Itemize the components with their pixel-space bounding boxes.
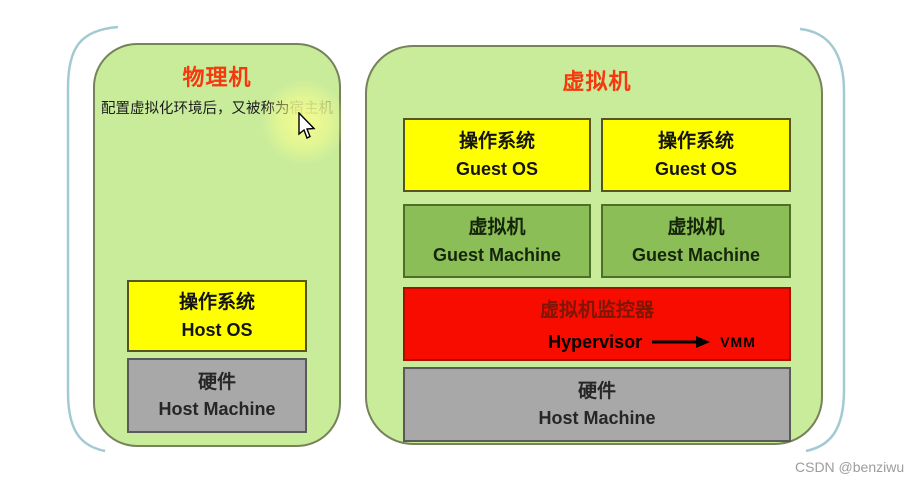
guest-machine-box-2: 虚拟机 Guest Machine — [601, 204, 791, 278]
guest-machine-1-label-en: Guest Machine — [432, 244, 562, 265]
host-machine-note: 配置虚拟化环境后，又被称为宿主机 — [93, 97, 341, 118]
guest-machine-1-label-cn: 虚拟机 — [468, 217, 526, 239]
physical-machine-title: 物理机 — [182, 65, 252, 90]
csdn-watermark: CSDN @benziwu — [795, 459, 905, 475]
guest-os-1-label-cn: 操作系统 — [458, 131, 535, 153]
vmm-label: VMM — [720, 333, 756, 350]
note-highlight-text: 宿主机 — [289, 101, 334, 117]
host-os-box: 操作系统 Host OS — [127, 280, 307, 352]
guest-machine-2-label-cn: 虚拟机 — [667, 217, 725, 239]
vm-hardware-label-en: Host Machine — [538, 408, 656, 429]
vm-hardware-label-cn: 硬件 — [577, 380, 616, 402]
hypervisor-box: 虚拟机监控器 Hypervisor VMM — [403, 287, 791, 361]
guest-os-box-1: 操作系统 Guest OS — [403, 118, 591, 192]
host-hardware-label-en: Host Machine — [158, 399, 276, 420]
guest-machine-box-1: 虚拟机 Guest Machine — [403, 204, 591, 278]
guest-os-1-label-en: Guest OS — [455, 158, 539, 179]
guest-os-2-label-cn: 操作系统 — [657, 131, 734, 153]
guest-machine-2-label-en: Guest Machine — [631, 244, 761, 265]
guest-os-2-label-en: Guest OS — [654, 158, 738, 179]
hypervisor-label-row: Hypervisor VMM — [515, 329, 789, 355]
host-os-label-cn: 操作系统 — [178, 292, 255, 314]
host-hardware-label-cn: 硬件 — [197, 371, 236, 393]
host-hardware-box: 硬件 Host Machine — [127, 358, 307, 433]
hypervisor-label-en: Hypervisor — [548, 331, 643, 352]
right-arrow-icon — [652, 335, 711, 348]
virtual-machine-title: 虚拟机 — [562, 69, 632, 94]
note-text: 配置虚拟化环境后，又被称为 — [101, 101, 290, 117]
vm-hardware-box: 硬件 Host Machine — [403, 367, 791, 442]
hypervisor-label-cn: 虚拟机监控器 — [539, 300, 654, 322]
guest-os-box-2: 操作系统 Guest OS — [601, 118, 791, 192]
host-os-label-en: Host OS — [181, 319, 253, 340]
